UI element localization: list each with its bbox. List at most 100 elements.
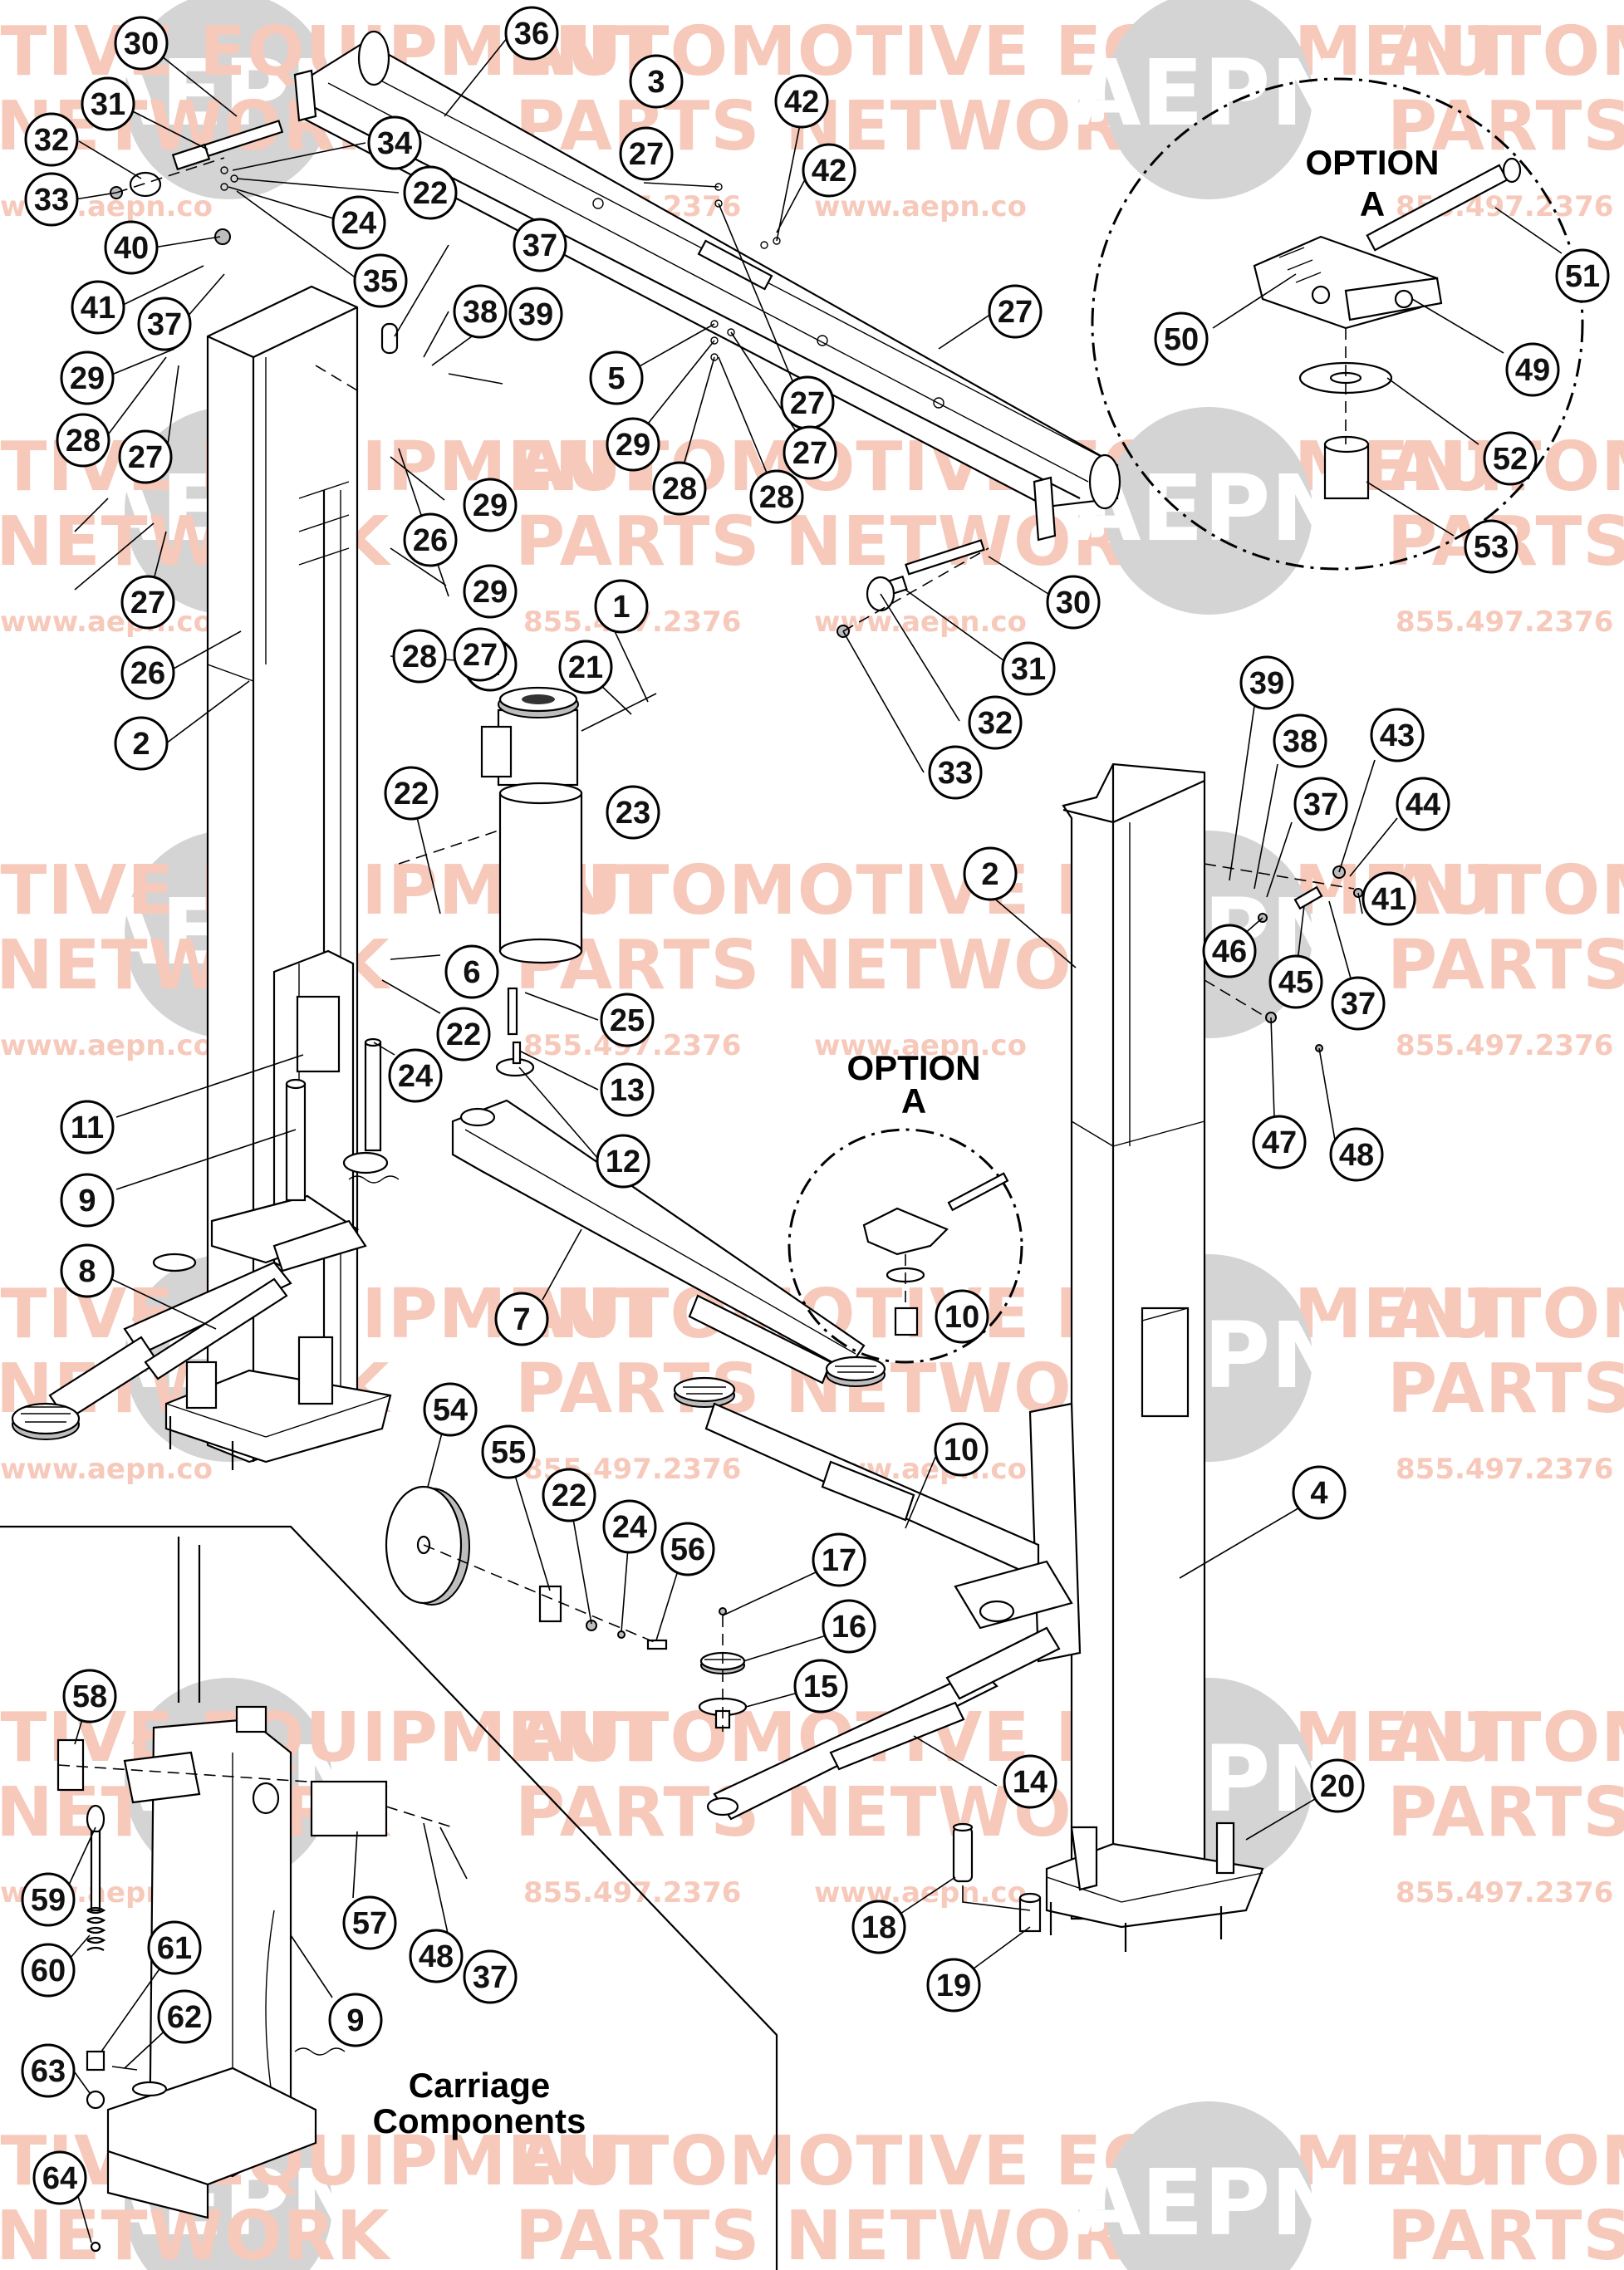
callout-number: 29: [473, 488, 508, 523]
callout-bubble: 34: [367, 115, 422, 170]
left-sheave-parts: [110, 120, 284, 245]
callout-bubble: 22: [403, 165, 458, 220]
callout-number: 30: [1056, 586, 1091, 620]
callout-circle: [1252, 1115, 1307, 1169]
callout-circle: [403, 165, 458, 220]
callout-number: 31: [1011, 652, 1046, 687]
callout-bubble: 11: [60, 1100, 115, 1155]
callout-number: 27: [998, 295, 1033, 330]
callout-circle: [1292, 1465, 1347, 1520]
watermark-line1-partial: AUTOMOT: [1387, 2122, 1624, 2201]
callout-number: 59: [31, 1883, 66, 1918]
callout-circle: [589, 351, 644, 405]
callout-number: 38: [1283, 724, 1317, 759]
callout-bubble: 33: [928, 745, 983, 800]
callout-circle: [1329, 1127, 1384, 1182]
callout-number: 53: [1474, 530, 1509, 565]
callout-circle: [1268, 954, 1323, 1009]
callout-number: 34: [377, 126, 412, 161]
callout-bubble: 29: [60, 351, 115, 405]
callout-circle: [1273, 713, 1327, 768]
callout-number: 48: [1339, 1138, 1374, 1173]
callout-circle: [60, 1100, 115, 1155]
callout-bubble: 49: [1505, 342, 1560, 397]
callout-number: 47: [1262, 1125, 1297, 1160]
option-a-small-detail: [787, 1128, 1023, 1364]
callout-bubble: 37: [513, 218, 567, 272]
callout-bubble: 38: [1273, 713, 1327, 768]
carriage-components-inset: [0, 1525, 778, 2270]
callout-bubble: 27: [780, 375, 835, 430]
watermark-line1-partial: AUTOMOT: [1387, 851, 1624, 930]
callout-bubble: 23: [606, 785, 660, 840]
callout-number: 32: [34, 123, 69, 158]
callout-number: 41: [81, 291, 115, 326]
callout-bubble: 29: [606, 417, 660, 472]
pulley-parts: [385, 1485, 668, 1650]
callout-circle: [851, 1900, 906, 1954]
callout-number: 38: [463, 295, 498, 330]
callout-number: 27: [790, 386, 825, 421]
callout-circle: [1154, 311, 1209, 366]
callout-number: 51: [1565, 259, 1600, 294]
callout-number: 39: [518, 297, 553, 332]
callout-bubble: 12: [596, 1134, 650, 1189]
watermark-phone: 855.497.2376: [1396, 605, 1613, 639]
callout-number: 10: [944, 1433, 979, 1468]
callout-circle: [24, 112, 79, 167]
callout-bubble: 60: [21, 1943, 76, 1998]
watermark-line1-partial: AUTOMOT: [1387, 1275, 1624, 1354]
callout-bubble: 61: [147, 1920, 202, 1975]
callout-circle: [403, 512, 458, 567]
callout-bubble: 31: [1001, 641, 1056, 696]
callout-bubble: 41: [71, 280, 125, 335]
callout-circle: [114, 16, 169, 71]
callout-bubble: 35: [353, 253, 408, 308]
callout-circle: [60, 1173, 115, 1228]
callout-bubble: 29: [463, 478, 518, 532]
callout-number: 24: [612, 1510, 647, 1545]
callout-bubble: 27: [783, 425, 837, 480]
callout-bubble: 64: [32, 2150, 87, 2205]
callout-bubble: 27: [988, 284, 1043, 339]
carriage-caption-line2: Components: [373, 2101, 586, 2140]
callout-circle: [137, 297, 192, 351]
callout-circle: [24, 172, 79, 227]
callout-bubble: 56: [660, 1522, 715, 1576]
callout-circle: [1464, 519, 1519, 574]
callout-number: 55: [491, 1435, 526, 1470]
callout-bubble: 6: [444, 944, 499, 999]
callout-circle: [21, 1943, 76, 1998]
watermark-phone: 855.497.2376: [1396, 1876, 1613, 1910]
callout-number: 50: [1164, 322, 1199, 357]
callout-number: 36: [514, 17, 549, 51]
callout-number: 31: [91, 87, 125, 122]
callout-bubble: 14: [1003, 1754, 1057, 1809]
callout-number: 19: [936, 1968, 971, 2003]
callout-circle: [504, 6, 559, 61]
callout-bubble: 2: [114, 716, 169, 771]
watermark-website: www.aepn.co: [814, 190, 1027, 223]
callout-number: 7: [513, 1302, 530, 1337]
watermark-line2-partial: PARTS: [1387, 1773, 1624, 1852]
callout-number: 22: [552, 1478, 586, 1513]
callout-circle: [331, 195, 386, 250]
watermark-website-left: www.aepn.co: [0, 605, 213, 639]
callout-circle: [453, 284, 508, 339]
callout-bubble: 3: [629, 54, 684, 109]
callout-bubble: 22: [436, 1007, 491, 1061]
callout-circle: [494, 1292, 549, 1346]
callout-circle: [60, 351, 115, 405]
callout-number: 4: [1310, 1476, 1327, 1511]
callout-bubble: 1: [594, 579, 649, 634]
callout-number: 3: [647, 65, 665, 100]
watermark-line2: PARTS NETWORK: [515, 926, 1181, 1005]
callout-bubble: 45: [1268, 954, 1323, 1009]
watermark-phone: 855.497.2376: [1396, 1029, 1613, 1062]
callout-circle: [392, 629, 447, 684]
callout-number: 61: [157, 1931, 192, 1966]
callout-number: 49: [1515, 353, 1550, 388]
right-column: [1028, 762, 1264, 1952]
callout-bubble: 28: [56, 413, 110, 468]
